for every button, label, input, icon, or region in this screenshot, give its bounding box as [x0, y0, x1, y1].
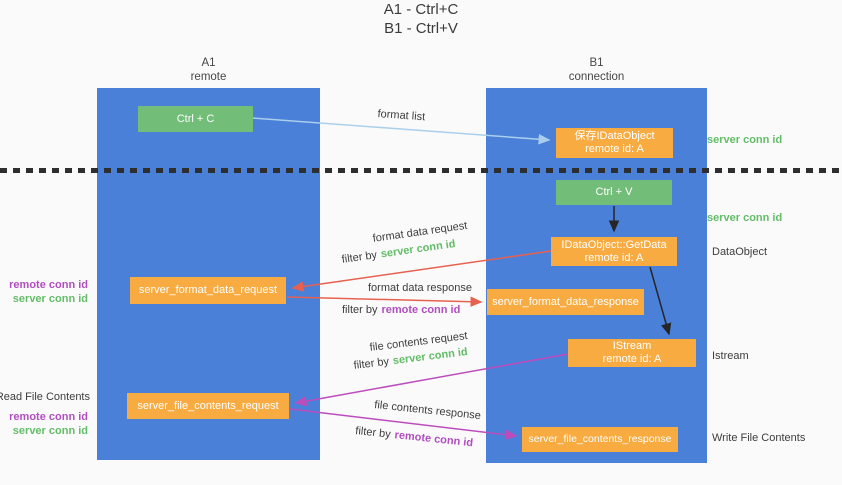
node-server-format-data-response: server_format_data_response [487, 289, 644, 315]
node-save-idataobject: 保存IDataObject remote id: A [556, 128, 673, 158]
lifeline-b1-role: connection [568, 71, 625, 83]
filter-by-text: filter by [341, 249, 378, 266]
node-idataobject-getdata: IDataObject::GetData remote id: A [551, 237, 677, 266]
side-label-istream: Istream [712, 350, 749, 362]
side-label-remote-conn-id-1: remote conn id [9, 279, 88, 291]
filter-by-text: filter by [342, 304, 378, 316]
diagram-title: A1 - Ctrl+C B1 - Ctrl+V [0, 0, 842, 38]
edge-label-format-list: format list [377, 108, 426, 124]
edge-label-format-data-response: format data response [368, 282, 472, 294]
lifeline-header-b1: B1 connection [486, 56, 707, 84]
lifeline-header-a1: A1 remote [97, 56, 320, 84]
remote-conn-id-text: remote conn id [393, 429, 474, 450]
side-label-server-conn-id-2: server conn id [12, 425, 88, 437]
title-line-2: B1 - Ctrl+V [384, 20, 458, 37]
side-label-server-conn-id-mid: server conn id [707, 212, 783, 224]
node-server-file-contents-response: server_file_contents_response [522, 427, 678, 452]
node-save-idataobject-subtitle: remote id: A [585, 143, 644, 155]
side-label-write-file-contents: Write File Contents [712, 432, 806, 444]
node-istream-subtitle: remote id: A [602, 353, 662, 365]
node-idataobject-getdata-subtitle: remote id: A [584, 251, 644, 264]
side-label-dataobject: DataObject [712, 246, 768, 258]
node-server-file-contents-request: server_file_contents_request [127, 393, 289, 419]
section-separator-dotted-line [0, 168, 842, 173]
edge-label-file-contents-response: file contents response [373, 399, 482, 423]
node-save-idataobject-title: 保存IDataObject [574, 130, 655, 142]
side-label-remote-conn-id-2: remote conn id [9, 411, 88, 423]
node-istream-title: IStream [612, 340, 652, 352]
node-istream: IStream remote id: A [568, 339, 696, 367]
remote-conn-id-text: remote conn id [381, 304, 461, 316]
side-label-server-conn-id-top: server conn id [707, 134, 783, 146]
lifeline-a1-role: remote [190, 71, 227, 83]
side-label-read-file-contents: Read File Contents [0, 391, 90, 403]
node-idataobject-getdata-title: IDataObject::GetData [561, 238, 667, 251]
node-server-format-data-request: server_format_data_request [130, 277, 286, 304]
lifeline-a1-name: A1 [201, 57, 216, 69]
lifeline-b1-name: B1 [589, 57, 604, 69]
filter-by-text: filter by [353, 355, 390, 372]
node-ctrl-v: Ctrl + V [556, 180, 672, 205]
node-ctrl-c: Ctrl + C [138, 106, 253, 132]
side-label-server-conn-id-1: server conn id [12, 293, 88, 305]
filter-by-text: filter by [354, 425, 392, 441]
title-line-1: A1 - Ctrl+C [383, 1, 459, 18]
